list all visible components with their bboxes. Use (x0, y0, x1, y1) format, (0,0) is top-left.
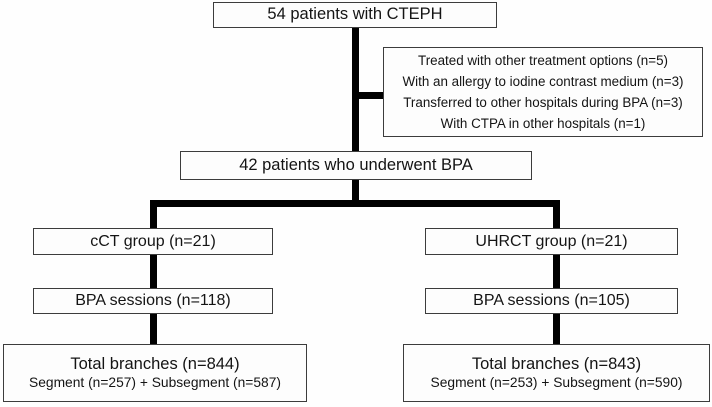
node-cct-total-line1: Total branches (n=844) (70, 354, 240, 373)
connector-right-drop-1 (553, 200, 560, 229)
exclusion-line-2: With an allergy to iodine contrast mediu… (402, 74, 684, 89)
node-uhrct-sessions: BPA sessions (n=105) (425, 288, 678, 314)
connector-left-drop-1 (150, 200, 157, 229)
node-total-patients-label: 54 patients with CTEPH (267, 5, 443, 24)
connector-exclusion-horizontal (358, 92, 384, 99)
connector-left-drop-2 (150, 254, 157, 289)
connector-left-drop-3 (150, 313, 157, 346)
node-cct-total-branches: Total branches (n=844) Segment (n=257) +… (3, 344, 307, 402)
exclusion-line-3: Transferred to other hospitals during BP… (403, 95, 683, 110)
connector-right-drop-2 (553, 254, 560, 289)
node-uhrct-group: UHRCT group (n=21) (425, 228, 678, 255)
node-uhrct-total-branches: Total branches (n=843) Segment (n=253) +… (403, 344, 710, 402)
node-underwent-bpa-label: 42 patients who underwent BPA (239, 155, 473, 174)
node-uhrct-sessions-label: BPA sessions (n=105) (473, 292, 630, 310)
connector-split-bar (150, 200, 560, 207)
node-cct-total-line2: Segment (n=257) + Subsegment (n=587) (29, 374, 281, 390)
node-uhrct-total-line1: Total branches (n=843) (471, 354, 642, 373)
node-total-patients: 54 patients with CTEPH (213, 2, 497, 28)
exclusion-line-4: With CTPA in other hospitals (n=1) (440, 116, 646, 131)
node-exclusions: Treated with other treatment options (n=… (383, 47, 703, 137)
connector-mid-vertical (352, 179, 359, 205)
connector-top-vertical (352, 27, 359, 152)
node-cct-group-label: cCT group (n=21) (90, 232, 216, 250)
node-uhrct-total-line2: Segment (n=253) + Subsegment (n=590) (430, 374, 683, 390)
node-uhrct-group-label: UHRCT group (n=21) (475, 232, 628, 250)
connector-right-drop-3 (553, 313, 560, 346)
node-cct-group: cCT group (n=21) (33, 228, 273, 255)
exclusion-line-1: Treated with other treatment options (n=… (418, 53, 668, 68)
node-cct-sessions: BPA sessions (n=118) (33, 288, 273, 314)
node-underwent-bpa: 42 patients who underwent BPA (180, 151, 532, 180)
node-cct-sessions-label: BPA sessions (n=118) (75, 292, 231, 310)
